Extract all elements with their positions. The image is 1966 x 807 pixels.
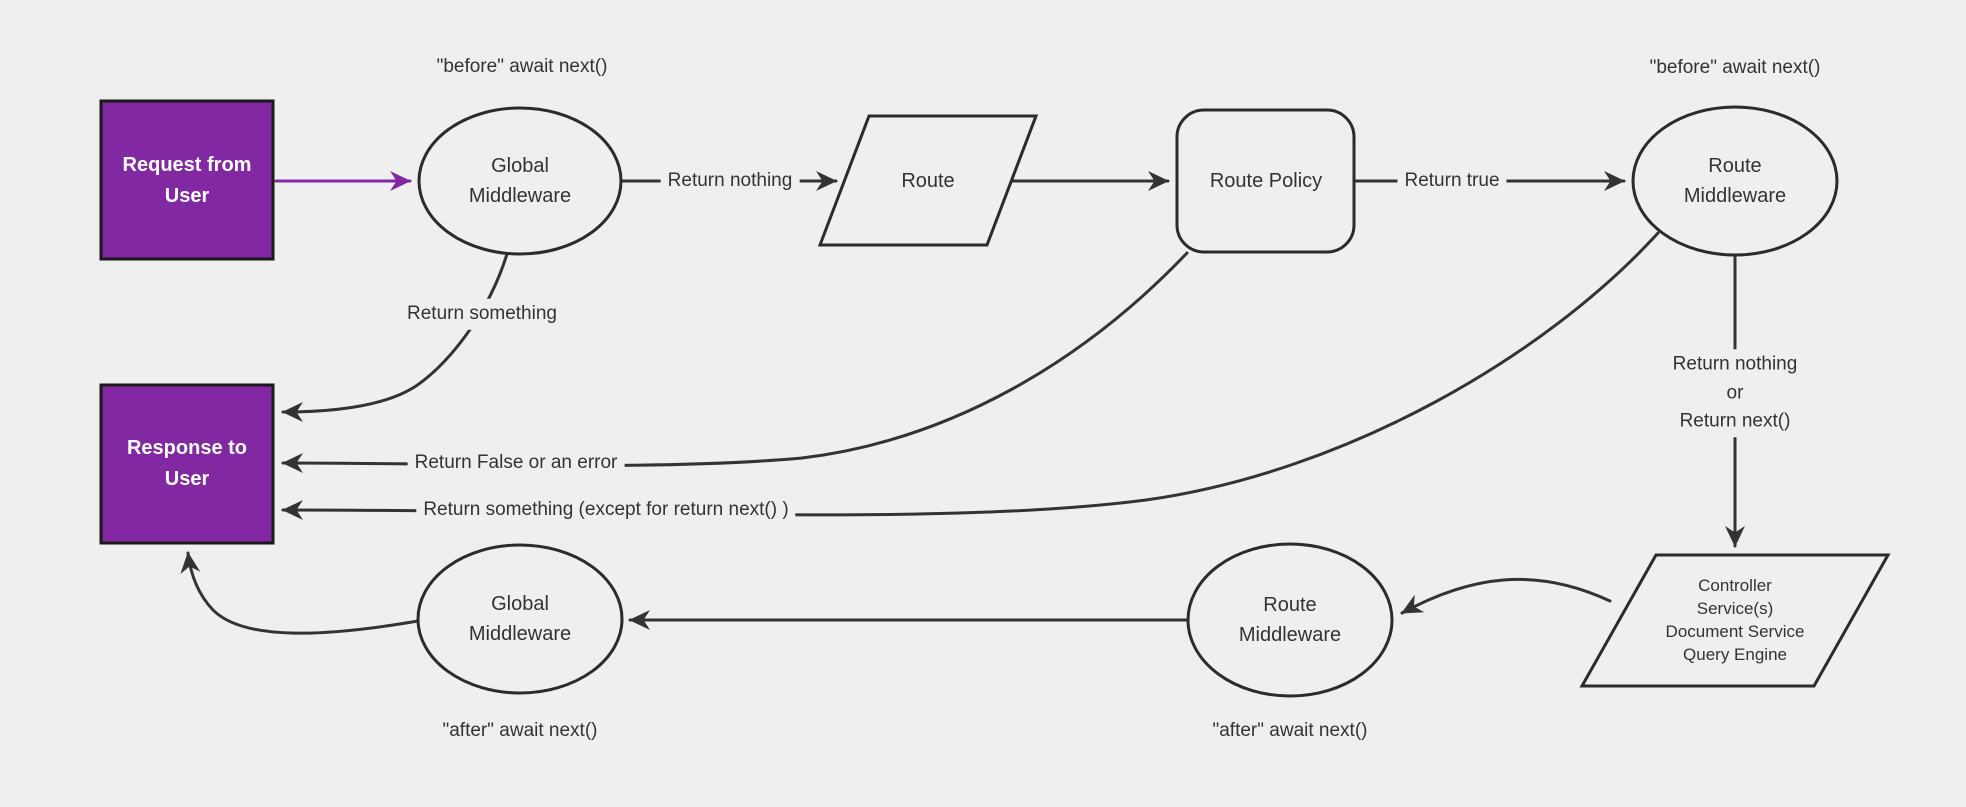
return-something-edge-label: Return something — [400, 298, 564, 330]
global-middleware-bottom-shape — [416, 543, 624, 695]
return-something-except-edge-label: Return something (except for return next… — [416, 494, 796, 526]
after-await-next-right-annotation: "after" await next() — [1212, 719, 1368, 741]
route-middleware-top-shape — [1631, 105, 1839, 257]
request-node-label: Request from User — [122, 154, 252, 207]
return-true-edge-label: Return true — [1397, 165, 1507, 197]
before-await-next-left-annotation: "before" await next() — [436, 55, 608, 77]
edge-global-middleware-bottom-to-response — [180, 551, 420, 635]
route-policy-node-label: Route Policy — [1209, 170, 1323, 192]
global-middleware-top-shape — [417, 106, 623, 256]
route-middleware-top-label: Route Middleware — [1683, 155, 1787, 207]
route-node-shape — [817, 114, 1039, 247]
response-node-label: Response to User — [126, 437, 248, 490]
route-middleware-bottom-shape — [1186, 542, 1394, 698]
edge-controller-to-route-middleware-bottom — [1400, 577, 1612, 615]
route-node-label: Route — [901, 170, 955, 192]
route-middleware-bottom-label: Route Middleware — [1238, 594, 1342, 646]
controller-node-shape — [1579, 553, 1891, 688]
return-nothing-or-next-edge-label: Return nothing or Return next() — [1665, 349, 1805, 437]
response-node-shape — [99, 383, 275, 545]
return-nothing-edge-label: Return nothing — [660, 165, 800, 197]
global-middleware-bottom-label: Global Middleware — [468, 593, 572, 645]
edge-return-something-to-response — [281, 252, 509, 422]
global-middleware-top-label: Global Middleware — [468, 155, 572, 207]
before-await-next-right-annotation: "before" await next() — [1649, 56, 1821, 78]
controller-node-label: Controller Service(s) Document Service Q… — [1665, 576, 1805, 664]
request-node-shape — [99, 99, 275, 261]
edge-return-false-to-response — [281, 251, 1189, 474]
after-await-next-left-annotation: "after" await next() — [442, 719, 598, 741]
route-policy-node-shape — [1175, 108, 1356, 254]
return-false-edge-label: Return False or an error — [407, 447, 625, 479]
